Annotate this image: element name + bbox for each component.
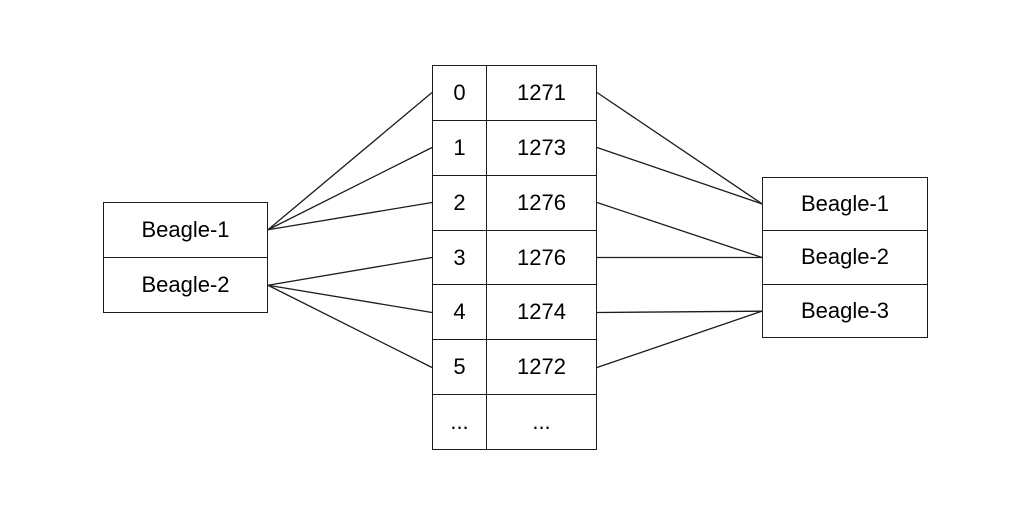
connector-line	[596, 310, 763, 369]
right-node-beagle-1: Beagle-1	[763, 178, 927, 232]
connector-line	[267, 201, 433, 231]
right-node-beagle-2: Beagle-2	[763, 231, 927, 285]
connector-line	[596, 310, 763, 314]
table-cell-index: 1	[433, 120, 487, 175]
table-cell-index: 4	[433, 285, 487, 340]
table-cell-index: ...	[433, 395, 487, 450]
table-cell-index: 2	[433, 175, 487, 230]
table-row: 0 1271	[433, 66, 596, 121]
table-cell-index: 5	[433, 340, 487, 395]
table-cell-value: 1276	[517, 189, 566, 215]
connector-line	[596, 91, 763, 205]
right-node-group: Beagle-1 Beagle-2 Beagle-3	[762, 177, 928, 338]
table-cell-value: 1272	[517, 354, 566, 380]
left-node-beagle-1: Beagle-1	[104, 203, 267, 258]
right-node-beagle-3: Beagle-3	[800, 297, 890, 323]
connector-line	[267, 284, 433, 369]
table-row: 2 1276	[433, 175, 596, 231]
table-row: 5 1272	[433, 340, 596, 396]
table-cell-value: 1274	[517, 299, 566, 325]
table-row: 3 1276	[433, 230, 596, 286]
table-cell-value: 1273	[517, 134, 566, 160]
connector-line	[267, 92, 433, 231]
table-cell-index: 3	[433, 230, 487, 285]
connector-line	[267, 256, 433, 286]
table-row-ellipsis: ... ...	[433, 395, 596, 450]
table-cell-value: 1271	[517, 79, 566, 105]
hash-table: 0 1271 1 1273 2 1276 3 1276 4 1274 5 127…	[432, 65, 597, 450]
connector-line	[596, 201, 763, 259]
connector-line	[596, 146, 763, 205]
table-row: 4 1274	[433, 285, 596, 341]
left-node-group: Beagle-1 Beagle-2	[103, 202, 268, 313]
table-row: 1 1273	[433, 120, 596, 176]
table-cell-value: ...	[532, 409, 551, 435]
connector-line	[267, 146, 433, 231]
table-cell-value: 1276	[517, 244, 566, 270]
left-node-beagle-2: Beagle-2	[141, 272, 230, 297]
connector-line	[267, 284, 433, 314]
table-cell-index: 0	[433, 66, 487, 120]
